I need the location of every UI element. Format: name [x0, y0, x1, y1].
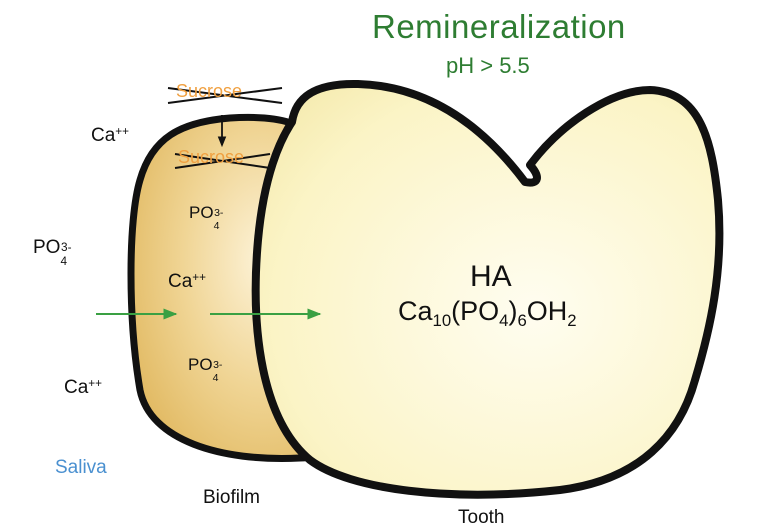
- cross-out-icon: [174, 153, 271, 169]
- calcium-ion: Ca++: [168, 270, 207, 292]
- mineral-name: HA: [470, 260, 512, 293]
- sucrose-label: Sucrose: [178, 147, 245, 167]
- ph-condition: pH > 5.5: [446, 53, 530, 78]
- calcium-ion: Ca++: [91, 124, 130, 146]
- sucrose-label: Sucrose: [176, 81, 243, 101]
- tooth-shape: [251, 79, 724, 499]
- calcium-ion: Ca++: [64, 376, 103, 398]
- saliva-label: Saliva: [55, 457, 107, 478]
- phosphate-ion: PO3-4: [188, 355, 222, 383]
- cross-out-icon: [167, 87, 283, 104]
- biofilm-label: Biofilm: [203, 487, 261, 508]
- hydroxyapatite-formula: Ca10(PO4)6OH2: [398, 296, 577, 330]
- diagram-title: Remineralization: [372, 8, 626, 45]
- phosphate-ion: PO3-4: [189, 203, 223, 231]
- tooth-label: Tooth: [458, 507, 505, 528]
